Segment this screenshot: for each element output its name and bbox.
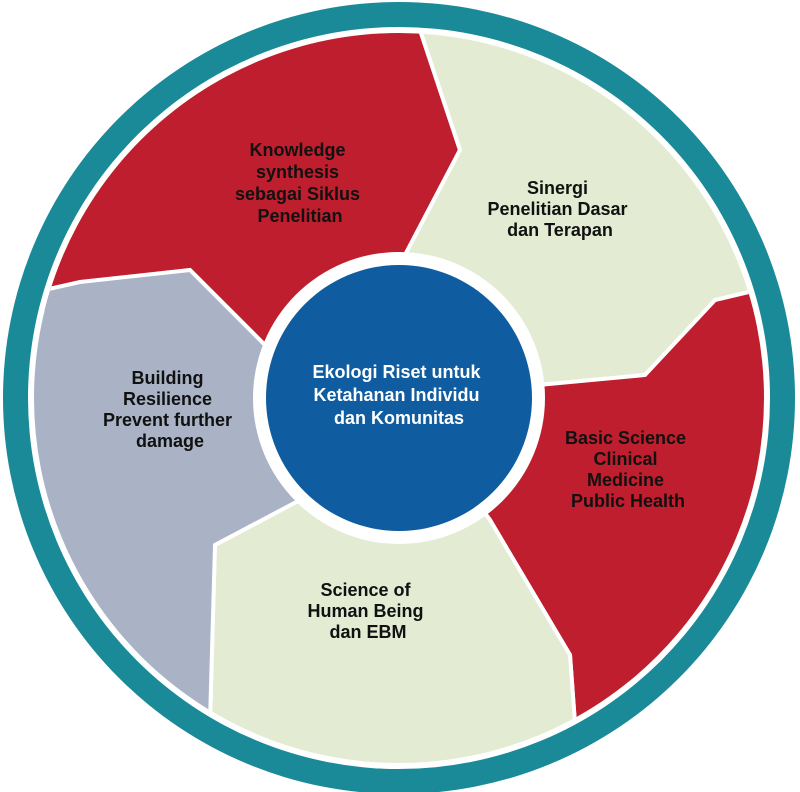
label-building-resilience: Building Resilience Prevent further dama… bbox=[103, 368, 237, 451]
label-sinergi: Sinergi Penelitian Dasar dan Terapan bbox=[487, 178, 632, 240]
segment-label-line: Public Health bbox=[571, 491, 685, 511]
segment-label-line: sebagai Siklus bbox=[235, 184, 360, 204]
segment-label-line: Clinical bbox=[593, 449, 657, 469]
center-label-line: Ekologi Riset untuk bbox=[312, 362, 481, 382]
segment-label-line: Penelitian Dasar bbox=[487, 199, 627, 219]
segment-label-line: Penelitian bbox=[257, 206, 342, 226]
segment-label-line: Sinergi bbox=[527, 178, 588, 198]
label-basic-science: Basic Science Clinical Medicine Public H… bbox=[565, 428, 691, 511]
segment-label-line: Knowledge bbox=[249, 140, 345, 160]
segment-label-line: Medicine bbox=[587, 470, 664, 490]
segment-label-line: Basic Science bbox=[565, 428, 686, 448]
label-science-of-human: Science of Human Being dan EBM bbox=[307, 580, 428, 642]
segment-label-line: synthesis bbox=[256, 162, 339, 182]
center-circle bbox=[266, 265, 532, 531]
center-label-line: Ketahanan Individu bbox=[313, 385, 479, 405]
segment-label-line: Science of bbox=[320, 580, 411, 600]
label-knowledge-synthesis: Knowledge synthesis sebagai Siklus Penel… bbox=[235, 140, 365, 226]
segment-label-line: dan Terapan bbox=[507, 220, 613, 240]
center-label: Ekologi Riset untuk Ketahanan Individu d… bbox=[312, 362, 485, 428]
segment-label-line: Building bbox=[132, 368, 204, 388]
center-label-line: dan Komunitas bbox=[334, 408, 464, 428]
segment-label-line: Prevent further bbox=[103, 410, 232, 430]
segment-label-line: Human Being bbox=[307, 601, 423, 621]
segment-label-line: dan EBM bbox=[329, 622, 406, 642]
segment-label-line: Resilience bbox=[123, 389, 212, 409]
segment-label-line: damage bbox=[136, 431, 204, 451]
